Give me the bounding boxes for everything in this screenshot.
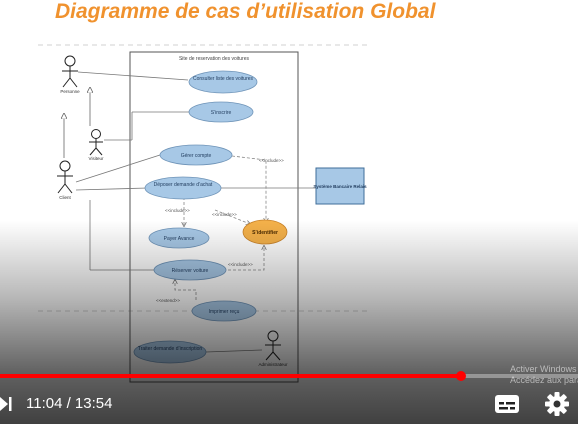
use-case-gerer-label: Gérer compte (181, 153, 212, 159)
use-case-identifier-label: S’identifier (252, 230, 278, 236)
assoc-admin-traiter (205, 349, 263, 353)
use-case-traiter-label: Traiter demande d’inscription (138, 346, 203, 352)
progress-played (0, 374, 461, 378)
progress-bar[interactable] (0, 371, 578, 381)
progress-scrubber-handle[interactable] (455, 371, 466, 381)
time-display: 11:04 / 13:54 (26, 395, 113, 412)
use-case-consulter-label: Consulter liste des voitures (193, 76, 254, 82)
actor-administrateur-label: Administrateur (258, 362, 288, 367)
watermark-line-1: Activer Windows (510, 364, 577, 374)
use-case-consulter-voitures (188, 70, 258, 94)
settings-gear-icon[interactable] (544, 391, 570, 417)
use-case-deposer-label: Déposer demande d’achat (154, 182, 213, 188)
use-case-inscrire-label: S’inscrire (211, 110, 232, 116)
activate-windows-watermark: Activer Windows Accédez aux paramètres (510, 364, 578, 386)
actor-client-label: Client (59, 195, 71, 200)
actor-visiteur-icon (89, 129, 103, 156)
extend-imprimer-reserver (175, 280, 197, 300)
actor-visiteur-label: Visiteur (89, 156, 104, 161)
system-title: Site de reservation des voitures (179, 56, 250, 62)
actor-personne-icon (62, 55, 78, 88)
use-case-reserver-label: Réserver voiture (172, 268, 209, 274)
skip-next-icon[interactable] (0, 394, 12, 414)
include-label-1: <<include>> (259, 158, 284, 163)
assoc-client-deposer (75, 187, 149, 191)
actor-administrateur-icon (265, 330, 281, 361)
assoc-personne-consulter (77, 71, 189, 81)
external-system-label: Système Bancaire Relais (313, 184, 367, 189)
actor-personne-label: Personne (60, 89, 80, 94)
use-case-payer-label: Payer Avance (164, 236, 195, 242)
include-gerer-identifier (231, 155, 266, 222)
include-label-4: <<include>> (228, 262, 253, 267)
include-label-2: <<include>> (212, 212, 237, 217)
include-label-3: <<include>> (165, 208, 190, 213)
extend-label: <<extend>> (156, 298, 180, 303)
watermark-line-2: Accédez aux paramètres (510, 375, 578, 385)
actor-client-icon (57, 160, 73, 194)
use-case-traiter-demande (133, 340, 207, 364)
subtitles-icon[interactable] (494, 393, 520, 415)
use-case-imprimer-label: Imprimer reçu (209, 309, 240, 315)
use-case-deposer-demande (144, 176, 222, 200)
player-controls: 11:04 / 13:54 (0, 384, 578, 424)
